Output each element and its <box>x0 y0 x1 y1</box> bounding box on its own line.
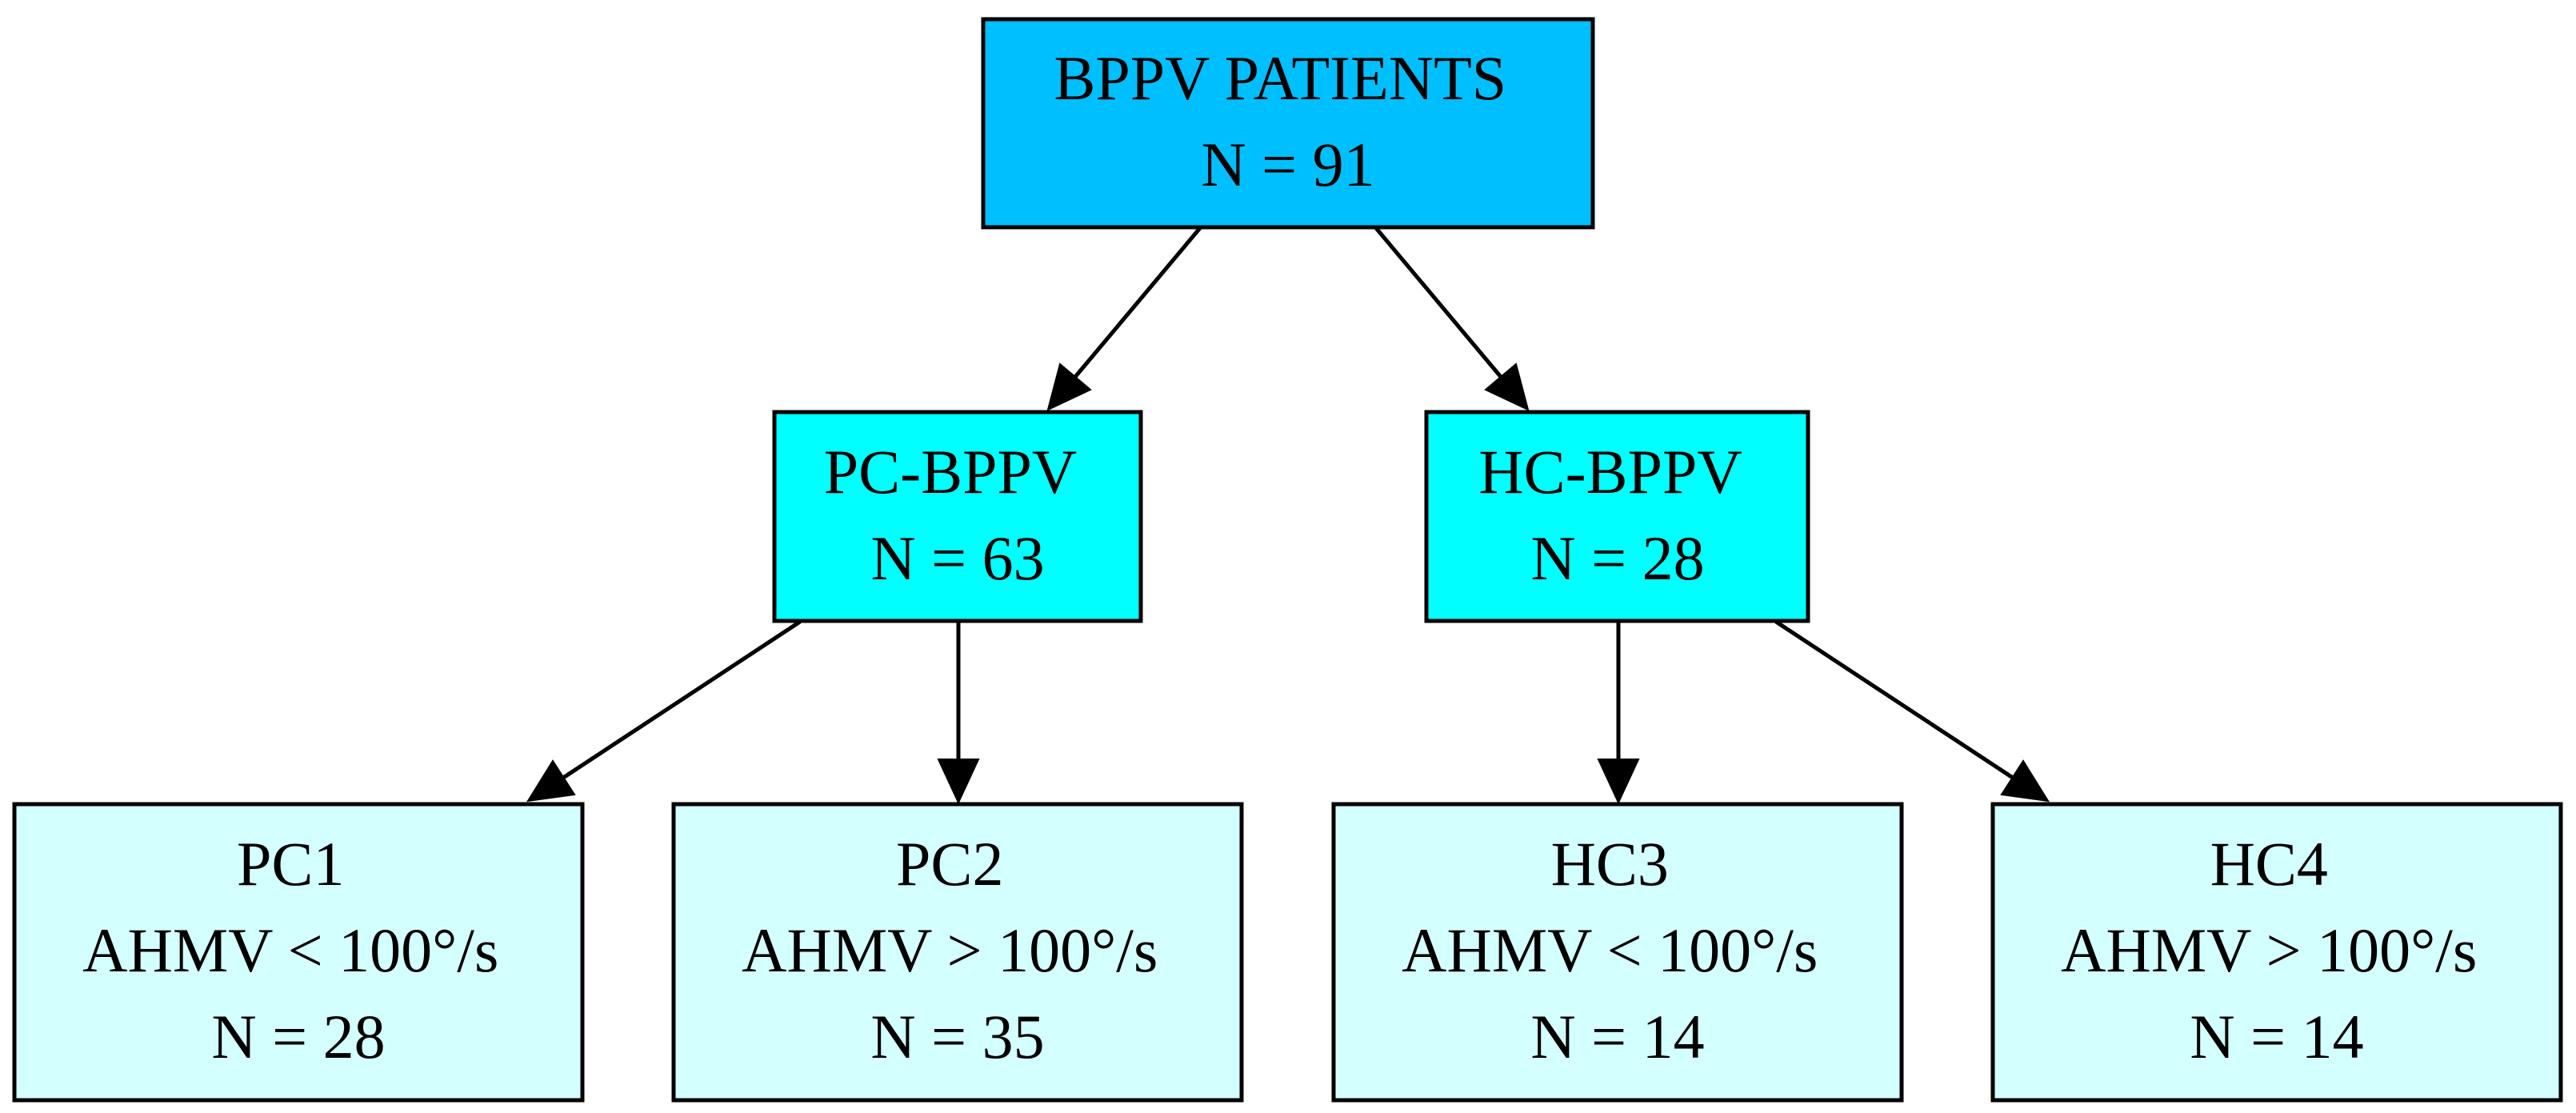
node-count: N = 91 <box>1201 130 1374 199</box>
node-criterion: AHMV < 100°/s <box>1402 915 1818 985</box>
node-box <box>772 410 1143 623</box>
node-criterion: AHMV < 100°/s <box>82 915 498 985</box>
edge-root-to-hc-bppv <box>1374 226 1530 411</box>
node-pc1: PC1 AHMV < 100°/s N = 28 <box>12 802 585 1103</box>
node-box <box>1331 802 1904 1103</box>
node-box <box>981 17 1595 230</box>
edge-hc-bppv-to-hc4 <box>1774 619 2050 803</box>
edge-root-to-pc-bppv <box>1046 226 1202 411</box>
svg-text:PC2 AHMV > 100°/s: PC2 AHMV > 100°/s N = 35 <box>742 829 1174 1071</box>
node-count: N = 28 <box>211 1002 385 1071</box>
node-box <box>1424 410 1810 623</box>
node-criterion: AHMV > 100°/s <box>742 915 1158 985</box>
node-label: HC3 <box>1551 829 1669 899</box>
node-count: N = 14 <box>1530 1002 1704 1071</box>
svg-text:HC3 AHMV < 100°/s: HC3 AHMV < 100°/s N = 14 <box>1402 829 1834 1071</box>
node-hc4: HC4 AHMV > 100°/s N = 14 <box>1990 802 2563 1103</box>
node-count: N = 28 <box>1530 523 1704 593</box>
svg-text:HC-BPPV N = 28: HC-BPPV N = 28 <box>1478 437 1757 593</box>
node-hc3: HC3 AHMV < 100°/s N = 14 <box>1331 802 1904 1103</box>
node-box <box>12 802 585 1103</box>
node-label: PC1 <box>237 829 344 899</box>
node-count: N = 14 <box>2190 1002 2363 1071</box>
node-box <box>1990 802 2563 1103</box>
svg-text:PC1 AHMV < 100°/s: PC1 AHMV < 100°/s N = 28 <box>82 829 514 1071</box>
node-label: BPPV PATIENTS <box>1054 43 1506 113</box>
node-count: N = 35 <box>870 1002 1044 1071</box>
node-label: PC2 <box>896 829 1003 899</box>
node-pc2: PC2 AHMV > 100°/s N = 35 <box>671 802 1244 1103</box>
node-label: HC-BPPV <box>1478 437 1742 506</box>
node-criterion: AHMV > 100°/s <box>2061 915 2477 985</box>
node-count: N = 63 <box>870 523 1044 593</box>
node-hc-bppv: HC-BPPV N = 28 <box>1424 410 1810 623</box>
edges <box>526 226 2050 805</box>
edge-pc-bppv-to-pc2 <box>937 622 980 805</box>
node-bppv-patients: BPPV PATIENTS N = 91 <box>981 17 1595 230</box>
svg-text:HC4 AHMV > 100°/s: HC4 AHMV > 100°/s N = 14 <box>2061 829 2493 1071</box>
node-box <box>671 802 1244 1103</box>
svg-text:PC-BPPV N = 63: PC-BPPV N = 63 <box>824 437 1092 593</box>
node-pc-bppv: PC-BPPV N = 63 <box>772 410 1143 623</box>
edge-hc-bppv-to-hc3 <box>1597 622 1640 805</box>
edge-pc-bppv-to-pc1 <box>526 619 802 803</box>
node-label: PC-BPPV <box>824 437 1077 506</box>
node-label: HC4 <box>2210 829 2328 899</box>
svg-text:BPPV PATIENTS N = 91: BPPV PATIENTS N = 91 <box>1054 43 1522 199</box>
